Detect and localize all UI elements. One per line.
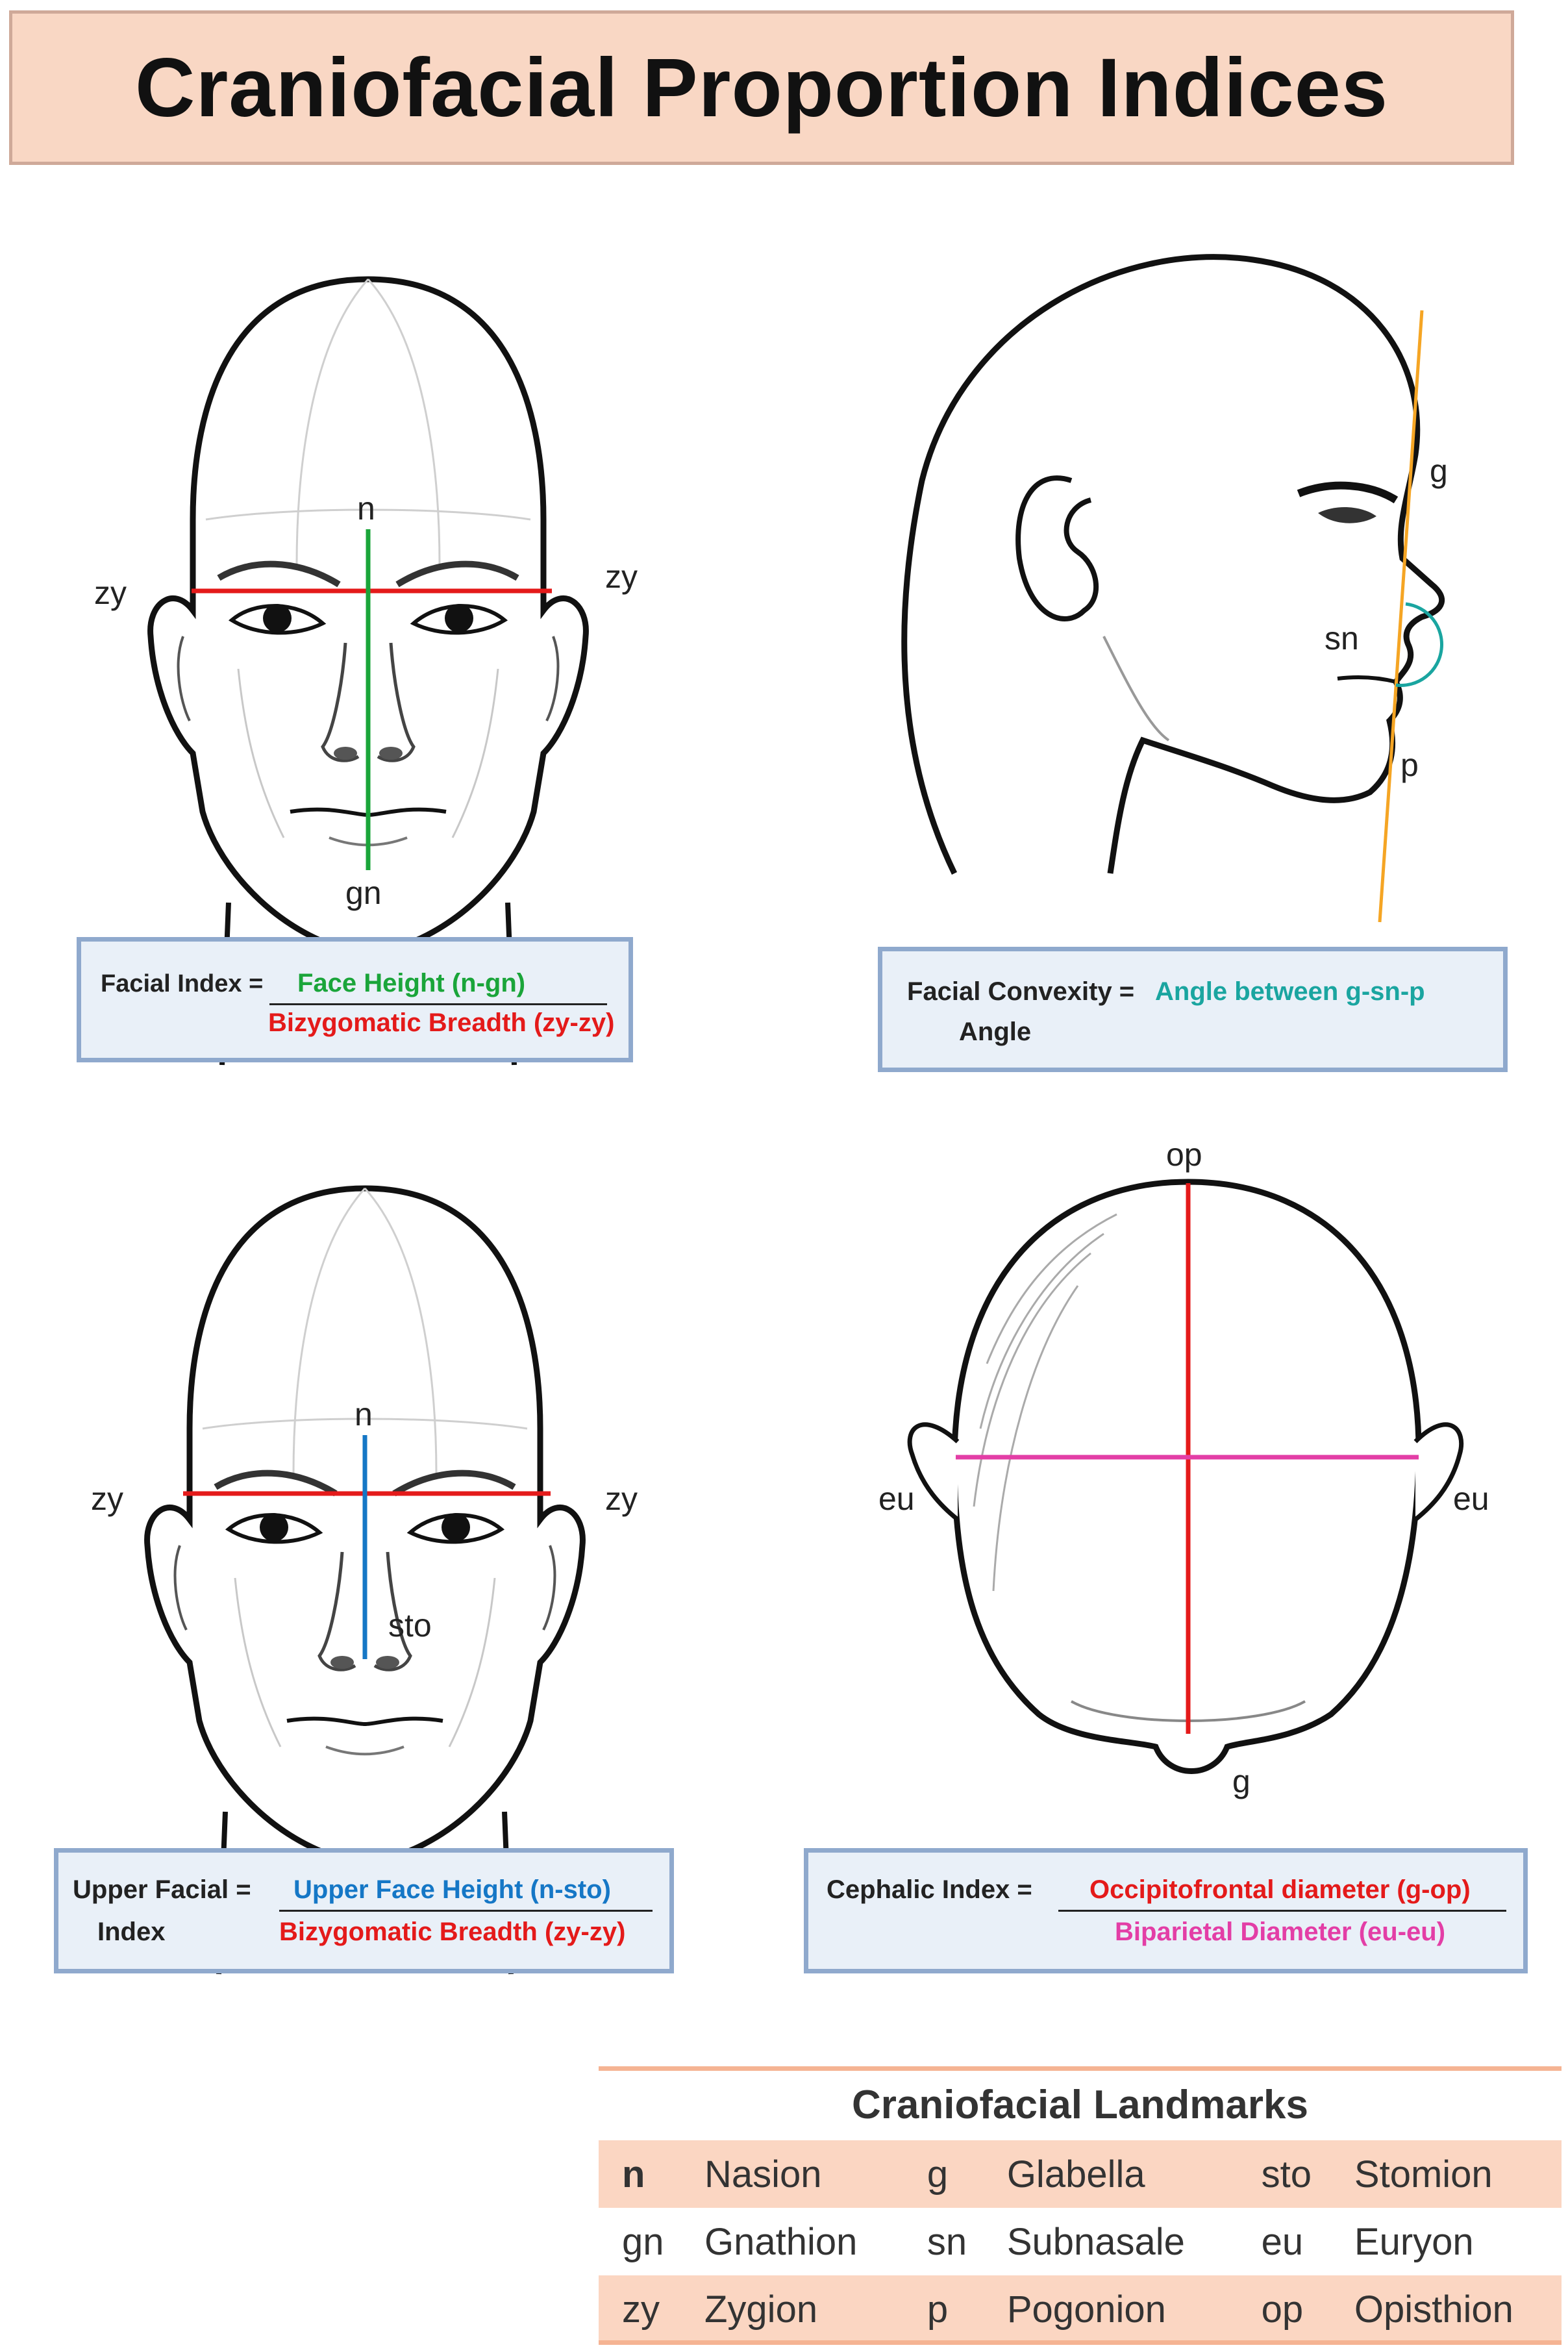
facial-index-denominator: Bizygomatic Breadth (zy-zy) [268,1008,615,1037]
landmark-abbr: eu [1238,2208,1331,2275]
cephalic-index-formula: Cephalic Index = Occipitofrontal diamete… [804,1848,1528,1973]
label-op: op [1166,1136,1202,1173]
label-eu-left: eu [878,1481,915,1517]
upper-facial-index-numerator: Upper Face Height (n-sto) [293,1875,611,1904]
facial-index-fraction-bar [269,1003,607,1005]
cephalic-index-denominator: Biparietal Diameter (eu-eu) [1115,1918,1446,1946]
upper-facial-index-fraction-bar [279,1910,653,1912]
label-g-top: g [1232,1763,1251,1799]
label-n-bottom: n [355,1396,373,1432]
landmarks-bottom-rule [599,2340,1562,2345]
label-n-top: n [357,490,375,527]
landmark-abbr: g [903,2140,984,2208]
facial-convexity-label: Facial Convexity = [907,977,1135,1006]
landmark-name: Nasion [681,2140,904,2208]
landmark-abbr: sto [1238,2140,1331,2208]
top-view-head [907,1179,1464,1774]
upper-facial-index-label: Upper Facial = [73,1875,251,1904]
table-row: zy Zygion p Pogonion op Opisthion [599,2275,1562,2343]
page-title: Craniofacial Proportion Indices [135,41,1388,134]
landmark-name: Opisthion [1330,2275,1562,2343]
landmark-abbr: op [1238,2275,1331,2343]
landmark-abbr: gn [599,2208,681,2275]
facial-convexity-label-angle: Angle [959,1018,1032,1046]
convexity-line [1378,310,1424,923]
landmark-abbr: zy [599,2275,681,2343]
landmark-name: Stomion [1330,2140,1562,2208]
facial-index-numerator: Face Height (n-gn) [297,969,526,997]
facial-index-formula: Facial Index = Face Height (n-gn) Bizygo… [77,937,633,1062]
landmark-name: Subnasale [983,2208,1238,2275]
table-row: gn Gnathion sn Subnasale eu Euryon [599,2208,1562,2275]
label-zy-left-bottom: zy [91,1481,123,1517]
landmarks-title: Craniofacial Landmarks [852,2082,1308,2127]
label-zy-right-top: zy [605,558,638,595]
upper-facial-index-label-index: Index [97,1918,166,1946]
landmark-abbr: p [903,2275,984,2343]
landmark-abbr: n [599,2140,681,2208]
landmark-name: Zygion [681,2275,904,2343]
facial-index-label: Facial Index = [101,970,264,997]
landmark-name: Gnathion [681,2208,904,2275]
landmarks-top-rule [599,2066,1562,2071]
landmarks-table: Craniofacial Landmarks n Nasion g Glabel… [599,2069,1562,2343]
facial-convexity-formula: Facial Convexity = Angle Angle between g… [878,947,1508,1072]
title-banner: Craniofacial Proportion Indices [9,10,1514,165]
label-p: p [1400,747,1419,783]
label-zy-left-top: zy [94,575,127,611]
facial-convexity-value: Angle between g-sn-p [1155,977,1425,1006]
landmark-name: Pogonion [983,2275,1238,2343]
label-eu-right: eu [1453,1481,1489,1517]
label-g-profile: g [1430,453,1448,489]
upper-facial-index-formula: Upper Facial = Index Upper Face Height (… [54,1848,674,1973]
cephalic-index-numerator: Occipitofrontal diameter (g-op) [1089,1875,1471,1904]
label-gn: gn [345,875,382,911]
label-sto: sto [388,1607,432,1644]
upper-facial-index-denominator: Bizygomatic Breadth (zy-zy) [279,1918,626,1946]
convexity-angle-arc [1395,602,1443,687]
table-row: n Nasion g Glabella sto Stomion [599,2140,1562,2208]
label-sn: sn [1325,620,1359,657]
landmark-abbr: sn [903,2208,984,2275]
landmark-name: Glabella [983,2140,1238,2208]
cephalic-index-fraction-bar [1058,1910,1506,1912]
landmark-name: Euryon [1330,2208,1562,2275]
cephalic-index-label: Cephalic Index = [827,1875,1032,1904]
label-zy-right-bottom: zy [605,1481,638,1517]
profile-head [901,254,1445,875]
